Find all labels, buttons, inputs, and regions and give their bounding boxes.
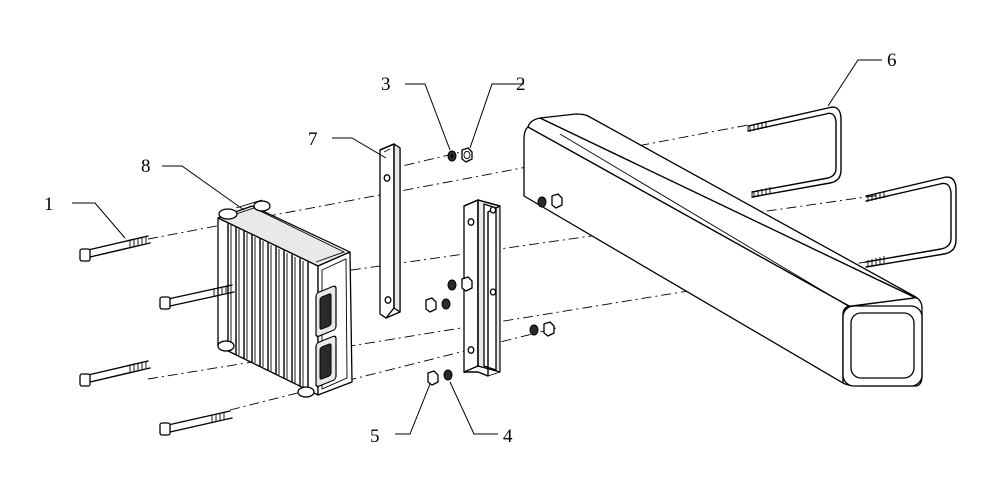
u-bolt-lower xyxy=(865,176,957,268)
square-tube xyxy=(523,113,923,387)
callout-labels: 1 2 3 4 5 6 7 8 xyxy=(44,50,897,447)
callout-4: 4 xyxy=(503,426,513,447)
angle-bracket xyxy=(463,199,501,377)
washer-nut-mid-b xyxy=(425,297,451,313)
washer-nut-right xyxy=(529,321,555,337)
callout-7: 7 xyxy=(308,129,318,150)
bolt-bottom-left xyxy=(159,410,233,436)
callout-1: 1 xyxy=(44,194,54,215)
bolt-upper-left xyxy=(79,235,151,262)
callout-5: 5 xyxy=(370,426,380,447)
callout-2: 2 xyxy=(516,74,526,95)
controller-module xyxy=(217,199,353,398)
callout-6: 6 xyxy=(887,50,897,71)
controller-fins xyxy=(227,223,309,391)
leader-lines xyxy=(72,59,882,435)
u-bolt-upper xyxy=(747,106,842,198)
washer-nut-tube xyxy=(537,193,563,209)
callout-8: 8 xyxy=(141,156,151,177)
washer-nut-top xyxy=(447,147,473,163)
connector-bottom xyxy=(315,335,337,387)
callout-3: 3 xyxy=(381,74,391,95)
bolt-lower-left xyxy=(79,360,151,387)
bolt-middle-left xyxy=(159,284,235,310)
u-bolt-lower-threads xyxy=(867,191,885,267)
connector-top xyxy=(315,285,337,337)
washer-nut-bottom xyxy=(427,369,453,386)
washer-nut-mid-a xyxy=(447,276,473,292)
u-bolt-upper-threads xyxy=(749,121,771,198)
flat-strap xyxy=(379,143,401,319)
